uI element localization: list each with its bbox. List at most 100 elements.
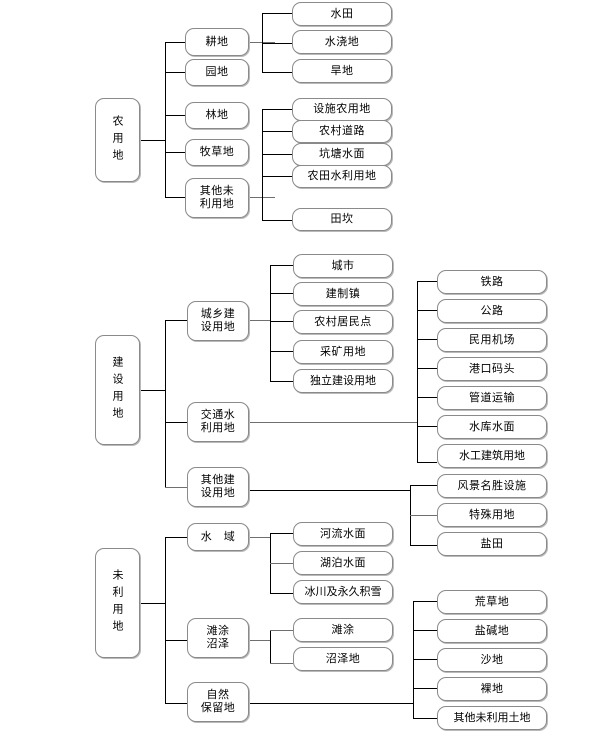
connector-b-urban-bus — [270, 265, 271, 381]
node-a-l3-paddy-field[interactable]: 水田 — [292, 2, 392, 26]
node-label: 湖泊水面 — [320, 555, 366, 569]
node-root-unused-land[interactable]: 未利用地 — [95, 548, 140, 658]
connector-a-other-stub-0 — [262, 109, 292, 110]
connector-a-other-stub-3 — [262, 176, 292, 177]
node-b-l4-hydraulic-structure-land[interactable]: 水工建筑用地 — [437, 444, 547, 468]
node-b-l4-railway[interactable]: 铁路 — [437, 270, 547, 294]
node-label: 公路 — [480, 303, 504, 317]
node-b-l4-special-use-land[interactable]: 特殊用地 — [437, 503, 547, 527]
node-label: 农村道路 — [319, 124, 365, 138]
node-label: 水工建筑用地 — [459, 448, 525, 462]
node-c-l2-tidal-flat-swamp[interactable]: 滩涂 沼泽 — [187, 618, 249, 658]
connector-b-transport-stub-5 — [417, 426, 437, 427]
node-a-l2-forest-land[interactable]: 林地 — [185, 102, 249, 129]
node-a-l3-field-ridge[interactable]: 田坎 — [292, 208, 392, 231]
connector-c-water-stub-1 — [270, 563, 293, 564]
node-label: 滩涂 — [331, 622, 355, 636]
connector-b-urban-stub-4 — [270, 381, 293, 382]
connector-b-transport-stub-6 — [417, 462, 437, 463]
node-label: 铁路 — [480, 274, 504, 288]
node-c-l3-tidal-flat[interactable]: 滩涂 — [293, 618, 393, 642]
connector-c-natural-stub-3 — [413, 688, 437, 689]
connector-a-stub-0 — [165, 42, 185, 43]
connector-b-transport-stub-1 — [417, 310, 437, 311]
node-a-l3-irrigated-land[interactable]: 水浇地 — [292, 30, 392, 54]
node-b-l4-civil-airport[interactable]: 民用机场 — [437, 328, 547, 352]
connector-b-transport-stub-0 — [417, 281, 437, 282]
connector-a-other-stub-2 — [262, 154, 292, 155]
node-a-l3-pond-water-surface[interactable]: 坑塘水面 — [292, 143, 392, 166]
connector-b-stub-0 — [165, 320, 187, 321]
connector-b-root-stem — [140, 390, 165, 391]
node-b-l3-mining-land[interactable]: 采矿用地 — [293, 340, 393, 364]
node-b-l3-town[interactable]: 建制镇 — [293, 282, 393, 306]
node-root-construction-land[interactable]: 建设用地 — [95, 335, 140, 445]
connector-a-cultivated-stub-1 — [262, 43, 292, 44]
connector-c-water-stub-0 — [270, 533, 293, 534]
node-c-l3-river-water-surface[interactable]: 河流水面 — [293, 522, 393, 546]
node-b-l2-other-construction-land[interactable]: 其他建 设用地 — [187, 467, 249, 507]
connector-a-other-bus — [262, 109, 263, 220]
connector-c-stub-1 — [165, 640, 187, 641]
node-label: 河流水面 — [320, 526, 366, 540]
node-label: 农田水利用地 — [307, 169, 377, 183]
node-c-l4-other-unused-land[interactable]: 其他未利用土地 — [437, 706, 547, 730]
node-b-l4-scenic-spot-facility[interactable]: 风景名胜设施 — [437, 474, 547, 498]
node-c-l4-saline-alkali-land[interactable]: 盐碱地 — [437, 619, 547, 643]
node-label: 风景名胜设施 — [457, 478, 527, 492]
node-c-l4-wild-grassland[interactable]: 荒草地 — [437, 590, 547, 614]
node-b-l2-transport-water-conservancy-land[interactable]: 交通水 利用地 — [187, 402, 249, 442]
connector-a-stub-4 — [165, 197, 185, 198]
node-b-l4-highway[interactable]: 公路 — [437, 299, 547, 323]
node-label: 自然 保留地 — [200, 688, 236, 714]
connector-c-flat-stub-0 — [270, 630, 293, 631]
node-label: 牧草地 — [199, 145, 235, 159]
node-b-l4-pipeline-transport[interactable]: 管道运输 — [437, 386, 547, 410]
connector-a-stub-1 — [165, 72, 185, 73]
node-c-l3-lake-water-surface[interactable]: 湖泊水面 — [293, 551, 393, 575]
node-label: 沼泽地 — [325, 651, 361, 665]
node-label: 荒草地 — [474, 594, 510, 608]
node-b-l4-reservoir-water-surface[interactable]: 水库水面 — [437, 415, 547, 439]
node-c-l2-natural-reserve-land[interactable]: 自然 保留地 — [187, 682, 249, 722]
node-b-l3-city[interactable]: 城市 — [293, 254, 393, 278]
node-label: 耕地 — [205, 34, 229, 48]
node-a-l3-farmland-water-conservancy-land[interactable]: 农田水利用地 — [292, 165, 392, 188]
node-c-l4-bare-land[interactable]: 裸地 — [437, 677, 547, 701]
node-label: 林地 — [205, 108, 229, 122]
node-a-l3-dry-land[interactable]: 旱地 — [292, 59, 392, 83]
node-label: 旱地 — [330, 63, 354, 77]
node-a-l3-facility-agricultural-land[interactable]: 设施农用地 — [292, 98, 392, 121]
node-a-l2-cultivated-land[interactable]: 耕地 — [185, 28, 249, 56]
node-b-l4-port-wharf[interactable]: 港口码头 — [437, 357, 547, 381]
connector-c-flat-stub-1 — [270, 663, 293, 664]
node-c-l3-swamp-land[interactable]: 沼泽地 — [293, 647, 393, 671]
node-c-l2-water-area[interactable]: 水 域 — [187, 523, 249, 551]
node-a-l2-other-unused-land[interactable]: 其他未 利用地 — [185, 178, 249, 218]
connector-a-stub-2 — [165, 115, 185, 116]
node-a-l2-pasture-land[interactable]: 牧草地 — [185, 139, 249, 166]
node-label: 沙地 — [480, 652, 504, 666]
node-c-l3-glacier-permanent-snow[interactable]: 冰川及永久积雪 — [293, 580, 393, 604]
node-label: 特殊用地 — [469, 507, 515, 521]
node-label: 管道运输 — [469, 390, 515, 404]
node-a-l3-rural-road[interactable]: 农村道路 — [292, 120, 392, 143]
node-b-l3-independent-construction-land[interactable]: 独立建设用地 — [293, 369, 393, 393]
node-b-l2-urban-rural-construction-land[interactable]: 城乡建 设用地 — [187, 301, 249, 341]
connector-c-water-stem — [249, 537, 271, 538]
node-a-l2-garden-land[interactable]: 园地 — [185, 59, 249, 86]
connector-a-root-stem — [140, 140, 165, 141]
node-c-l4-sandy-land[interactable]: 沙地 — [437, 648, 547, 672]
node-label: 冰川及永久积雪 — [304, 584, 382, 598]
node-b-l3-rural-settlement[interactable]: 农村居民点 — [293, 310, 393, 334]
connector-a-cultivated-stub-0 — [262, 13, 292, 14]
connector-c-stub-2 — [165, 703, 187, 704]
node-b-l4-salt-field[interactable]: 盐田 — [437, 532, 547, 556]
connector-b-urban-stub-0 — [270, 265, 293, 266]
node-root-agricultural-land[interactable]: 农用地 — [95, 98, 140, 182]
node-label: 盐碱地 — [474, 623, 510, 637]
node-label: 园地 — [205, 65, 229, 79]
node-label: 城乡建 设用地 — [200, 307, 236, 333]
node-label: 未利用地 — [111, 569, 124, 637]
connector-b-urban-stub-3 — [270, 351, 293, 352]
